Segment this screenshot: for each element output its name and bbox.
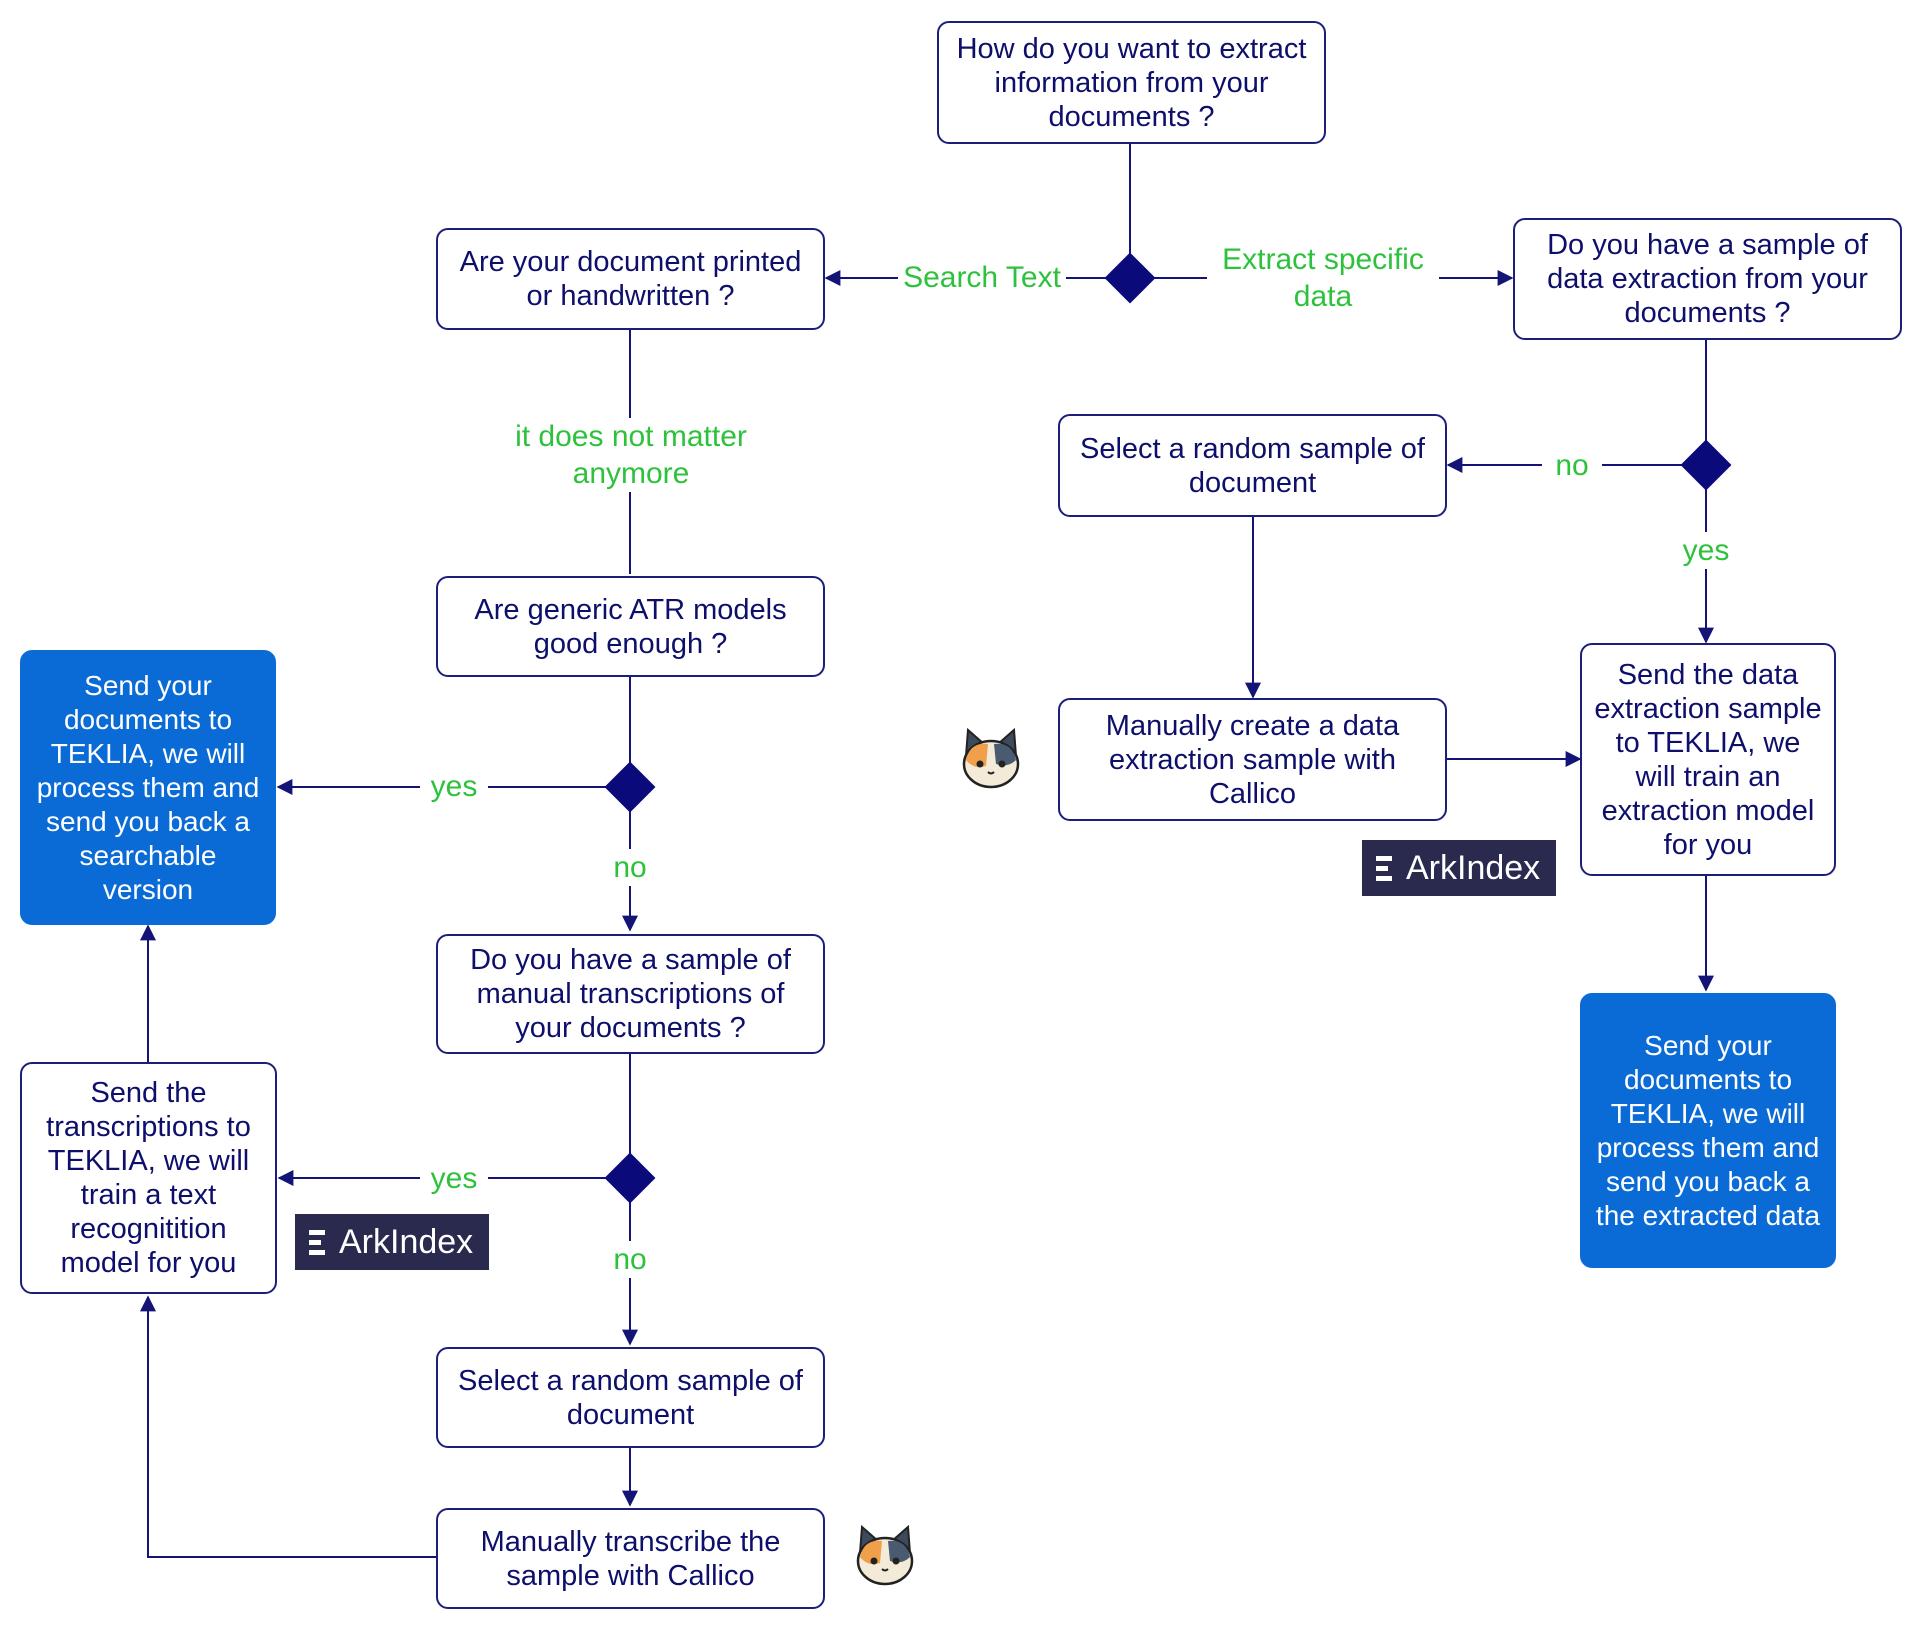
node-final-searchable: Send your documents to TEKLIA, we will p… [20,650,276,925]
edge-label-data-yes: yes [1670,532,1742,569]
node-create-sample: Manually create a data extraction sample… [1058,698,1447,821]
node-data-sample: Do you have a sample of data extraction … [1513,218,1902,340]
node-transcribe-text: Manually transcribe the sample with Call… [480,1525,781,1592]
edge-transcribe-to-send [140,1295,436,1558]
edge-label-manual-no: no [600,1241,660,1278]
node-start-text: How do you want to extract information f… [956,32,1307,133]
node-manual-sample-text: Do you have a sample of manual transcrip… [470,944,791,1044]
node-final-searchable-text: Send your documents to TEKLIA, we will p… [36,669,260,905]
node-random-right-text: Select a random sample of document [1080,432,1425,499]
arkindex-badge-right: ArkIndex [1362,840,1556,896]
edge-label-atr-yes: yes [420,768,488,805]
node-transcribe: Manually transcribe the sample with Call… [436,1508,825,1609]
node-final-extracted: Send your documents to TEKLIA, we will p… [1580,993,1836,1268]
node-send-extraction: Send the data extraction sample to TEKLI… [1580,643,1836,876]
edge-label-does-not-matter: it does not matter anymore [494,418,768,492]
node-printed: Are your document printed or handwritten… [436,228,825,330]
node-send-extraction-text: Send the data extraction sample to TEKLI… [1594,658,1822,861]
edge-label-search-text: Search Text [898,259,1066,296]
edge-label-extract-specific: Extract specific data [1207,241,1439,315]
node-printed-text: Are your document printed or handwritten… [459,246,802,312]
node-create-sample-text: Manually create a data extraction sample… [1105,709,1400,810]
node-random-right: Select a random sample of document [1058,414,1447,517]
node-send-transcriptions: Send the transcriptions to TEKLIA, we wi… [20,1062,277,1294]
node-atr: Are generic ATR models good enough ? [436,576,825,677]
cat-face-icon [856,1524,914,1586]
node-manual-sample: Do you have a sample of manual transcrip… [436,934,825,1054]
node-atr-text: Are generic ATR models good enough ? [474,593,787,660]
arkindex-badge-left-text: ArkIndex [339,1222,474,1261]
arkindex-logo-icon [1376,851,1392,886]
node-random-left-text: Select a random sample of document [458,1364,803,1431]
arkindex-logo-icon [309,1225,325,1260]
cat-face-icon [962,727,1020,789]
edge-label-manual-yes: yes [420,1160,488,1197]
node-send-transcriptions-text: Send the transcriptions to TEKLIA, we wi… [46,1077,251,1279]
edge-label-atr-no: no [600,849,660,886]
node-random-left: Select a random sample of document [436,1347,825,1448]
edge-label-data-no: no [1542,447,1602,484]
node-data-sample-text: Do you have a sample of data extraction … [1547,229,1868,329]
arkindex-badge-right-text: ArkIndex [1406,848,1541,887]
node-start: How do you want to extract information f… [937,21,1326,144]
arkindex-badge-left: ArkIndex [295,1214,489,1270]
node-final-extracted-text: Send your documents to TEKLIA, we will p… [1595,1029,1821,1231]
